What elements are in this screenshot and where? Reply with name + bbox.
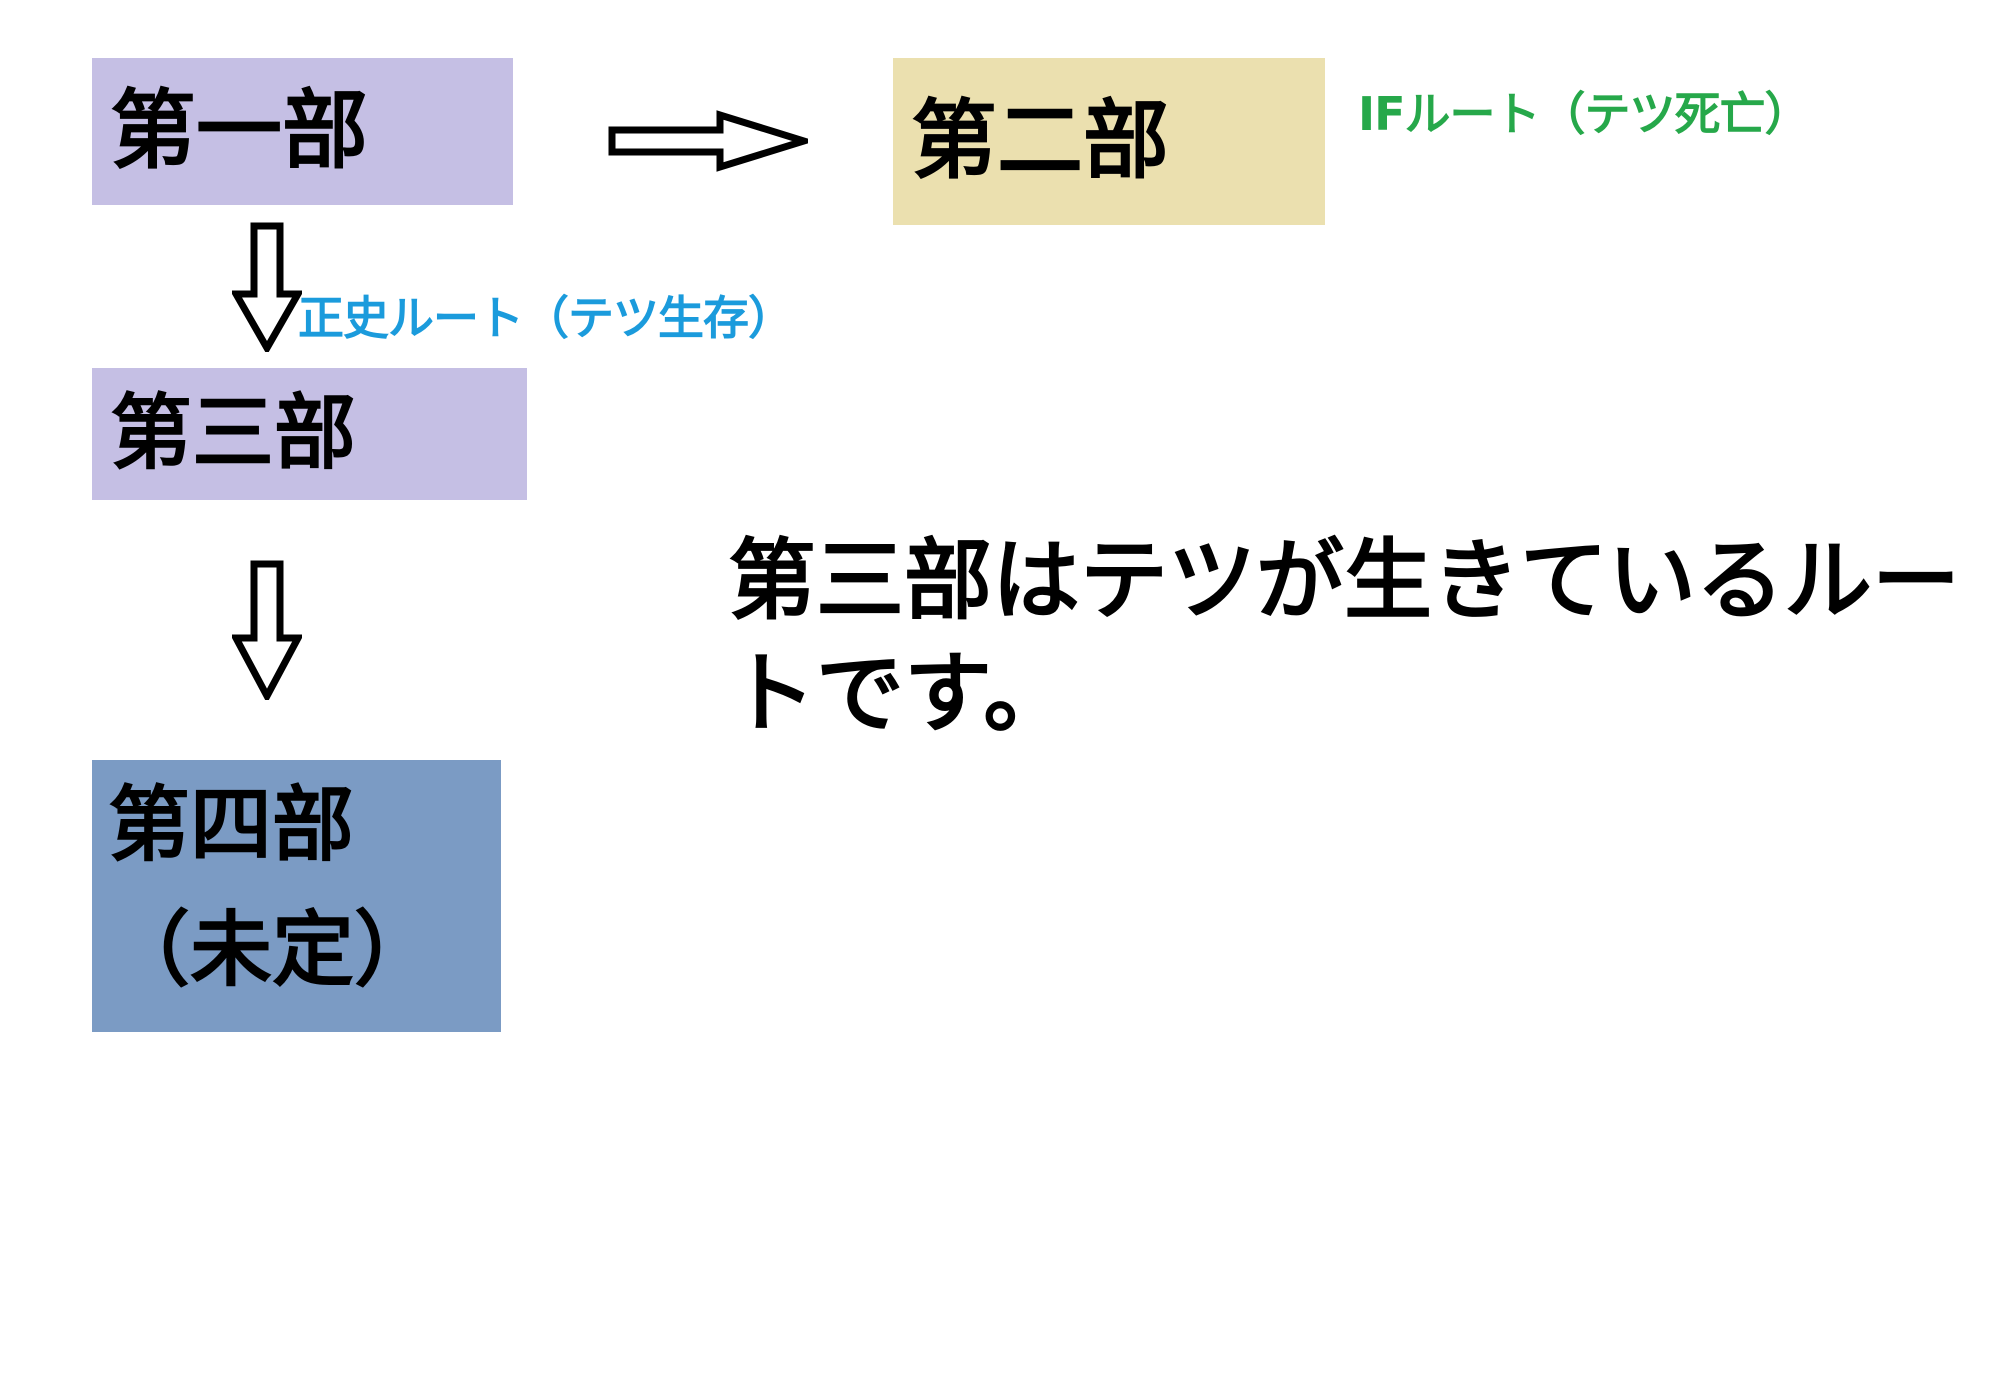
part-box-third[interactable]: 第三部 bbox=[92, 368, 527, 500]
arrow-down-icon-2 bbox=[230, 560, 304, 704]
part-box-fourth[interactable]: 第四部 （未定） bbox=[92, 760, 501, 1032]
arrow-down-shape-2 bbox=[230, 560, 304, 704]
part-box-third-label: 第三部 bbox=[110, 385, 357, 481]
part-box-first-label: 第一部 bbox=[110, 80, 368, 181]
part-box-fourth-label-line1: 第四部 bbox=[108, 778, 355, 873]
arrow-down-icon-1 bbox=[229, 222, 305, 356]
part-box-second-label: 第二部 bbox=[911, 90, 1169, 191]
canon-route-label: 正史ルート（テツ生存） bbox=[298, 291, 794, 345]
part-box-fourth-label-line2: （未定） bbox=[108, 902, 437, 998]
description-text: 第三部はテツが生きているルートです。 bbox=[728, 529, 1961, 745]
part-box-second[interactable]: 第二部 bbox=[893, 58, 1325, 225]
arrow-right-icon bbox=[608, 110, 816, 172]
part-box-first[interactable]: 第一部 bbox=[92, 58, 513, 205]
arrow-right-shape bbox=[608, 110, 816, 172]
arrow-down-shape-1 bbox=[229, 222, 305, 356]
if-route-label: IFルート（テツ死亡） bbox=[1358, 87, 1811, 141]
